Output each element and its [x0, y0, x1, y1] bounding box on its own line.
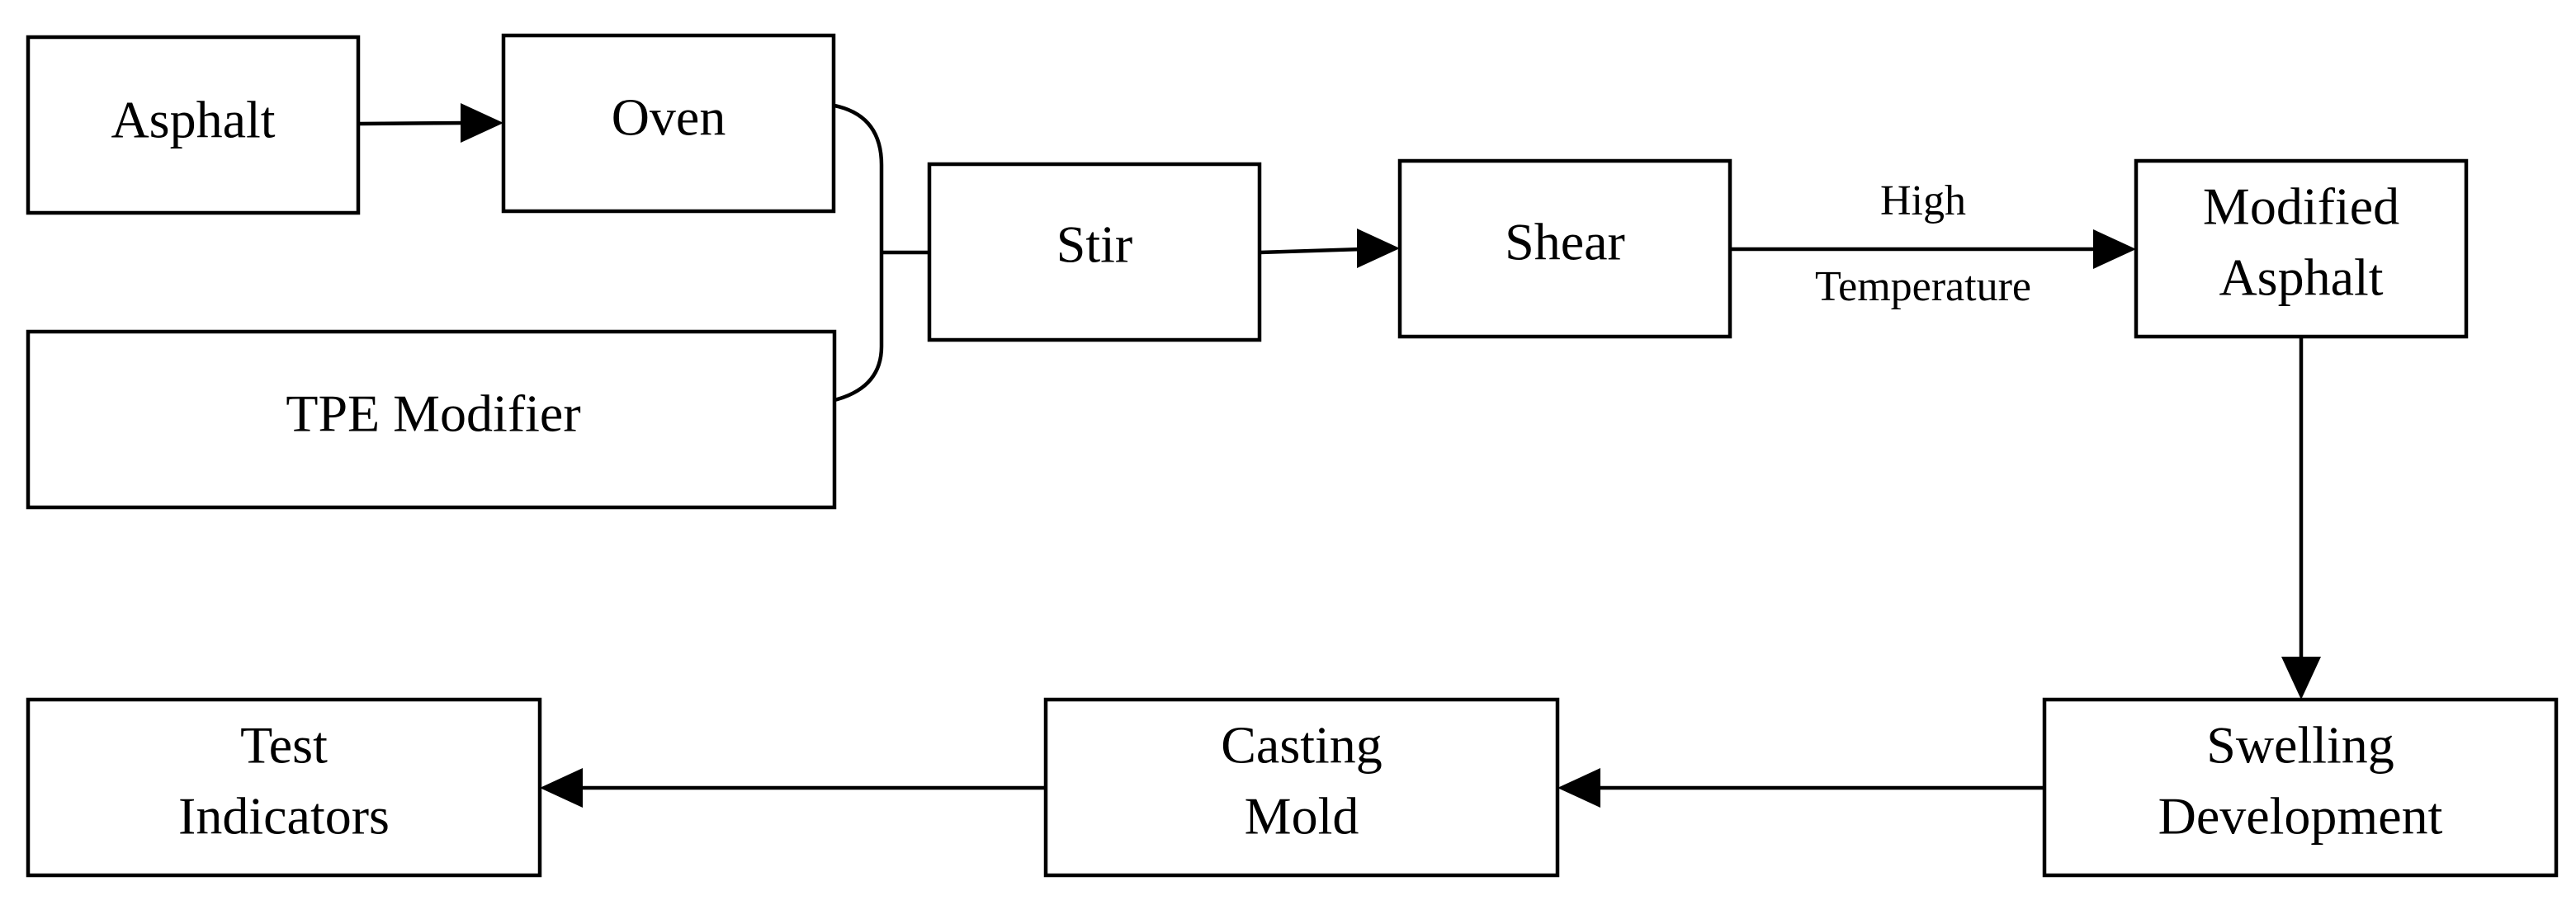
- shear-box: [1397, 158, 1732, 339]
- arrowhead: [540, 768, 583, 808]
- shear-label: Shear: [1505, 213, 1625, 271]
- oven-label: Oven: [612, 88, 726, 147]
- stir-to-shear-connector: [1259, 247, 1364, 255]
- arrowhead: [1557, 768, 1600, 808]
- modified-asphalt-box: [2134, 158, 2469, 339]
- swelling-development-label-line2: Development: [2158, 787, 2443, 846]
- arrowhead: [2281, 657, 2321, 700]
- swelling-development-box: [2042, 697, 2559, 878]
- tpe-modifier-label: TPE Modifier: [286, 384, 580, 443]
- test-indicators-box: [26, 697, 542, 878]
- arrowhead: [461, 103, 503, 143]
- test-indicators-label-line2: Indicators: [178, 787, 390, 846]
- casting-mold-label-line2: Mold: [1245, 787, 1359, 846]
- modified-asphalt-label-line1: Modified: [2203, 177, 2399, 236]
- test-indicators-label-line1: Test: [240, 716, 328, 775]
- high-temperature-label-line2: Temperature: [1815, 263, 2031, 310]
- modified-asphalt-label-line2: Asphalt: [2219, 248, 2383, 307]
- asphalt-to-oven-connector: [357, 120, 467, 126]
- asphalt-label: Asphalt: [111, 91, 275, 149]
- asphalt-box: [26, 35, 361, 215]
- high-temperature-label-line1: High: [1880, 177, 1966, 224]
- arrowhead: [1357, 229, 1400, 268]
- casting-mold-label-line1: Casting: [1221, 716, 1383, 775]
- stir-label: Stir: [1056, 215, 1132, 274]
- swelling-development-label-line1: Swelling: [2206, 716, 2394, 775]
- tpe-modifier-box: [26, 329, 837, 510]
- merge-bracket-connector: [834, 103, 929, 403]
- arrowhead: [2093, 229, 2136, 269]
- oven-box: [501, 33, 836, 214]
